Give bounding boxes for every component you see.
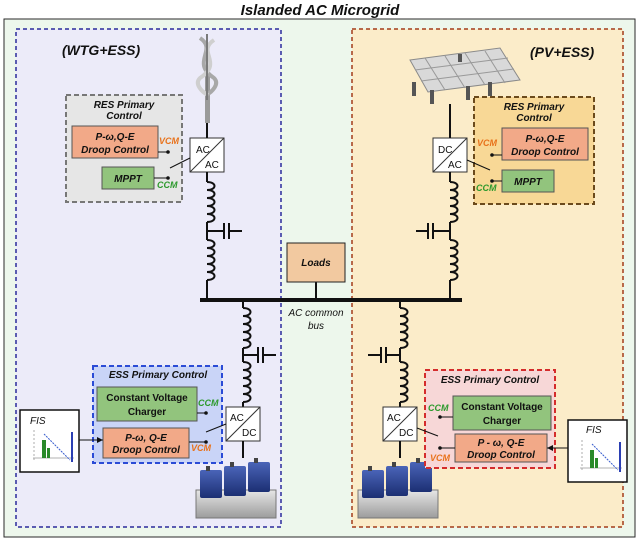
right-bottom-feeder	[368, 300, 409, 407]
svg-text:CCM: CCM	[157, 180, 178, 190]
svg-text:AC: AC	[230, 413, 244, 424]
svg-text:P-ω,Q-E: P-ω,Q-E	[526, 134, 565, 145]
left-bottom-feeder	[242, 300, 276, 407]
svg-text:DC: DC	[242, 428, 256, 439]
left-res-primary-control: RES Primary Control P-ω,Q-E Droop Contro…	[65, 94, 191, 203]
svg-text:FIS: FIS	[586, 425, 602, 436]
bus-label-line1: AC common	[287, 308, 343, 319]
svg-text:RES Primary: RES Primary	[94, 100, 155, 111]
svg-text:ESS Primary Control: ESS Primary Control	[109, 370, 208, 381]
svg-text:AC: AC	[196, 145, 210, 156]
svg-text:AC: AC	[448, 160, 462, 171]
left-zone-label: (WTG+ESS)	[62, 42, 141, 58]
svg-text:MPPT: MPPT	[514, 177, 543, 188]
svg-text:P - ω, Q-E: P - ω, Q-E	[478, 438, 525, 449]
svg-text:FIS: FIS	[30, 416, 46, 427]
pv-array-icon	[409, 47, 521, 104]
svg-text:DC: DC	[438, 145, 452, 156]
svg-text:Droop Control: Droop Control	[511, 147, 579, 158]
converter-dc-ac: DC AC	[432, 137, 468, 173]
svg-text:CCM: CCM	[476, 183, 497, 193]
svg-text:Control: Control	[106, 111, 142, 122]
right-top-feeder	[416, 172, 459, 300]
svg-text:VCM: VCM	[477, 138, 498, 148]
loads-box: Loads	[286, 242, 346, 283]
left-top-feeder	[206, 172, 242, 300]
fis-box-left: FIS	[19, 409, 80, 473]
svg-text:VCM: VCM	[430, 453, 451, 463]
converter-ac-dc-left: AC DC	[225, 406, 261, 442]
bus-label-line2: bus	[308, 321, 324, 332]
svg-text:CCM: CCM	[198, 398, 219, 408]
svg-text:Charger: Charger	[483, 416, 521, 427]
battery-icon-right	[357, 458, 439, 519]
svg-text:VCM: VCM	[159, 136, 180, 146]
svg-text:VCM: VCM	[191, 443, 212, 453]
svg-text:P-ω,Q-E: P-ω,Q-E	[96, 132, 135, 143]
svg-text:CCM: CCM	[428, 403, 449, 413]
svg-text:Droop Control: Droop Control	[112, 445, 180, 456]
svg-text:ESS Primary Control: ESS Primary Control	[441, 375, 540, 386]
svg-text:P-ω, Q-E: P-ω, Q-E	[125, 433, 167, 444]
svg-text:AC: AC	[387, 413, 401, 424]
converter-ac-ac: AC AC	[189, 137, 225, 173]
svg-text:Droop Control: Droop Control	[467, 450, 535, 461]
battery-icon-left	[195, 458, 277, 519]
left-ess-primary-control: ESS Primary Control Constant Voltage Cha…	[92, 365, 227, 464]
svg-text:Droop Control: Droop Control	[81, 145, 149, 156]
svg-text:Constant Voltage: Constant Voltage	[461, 402, 543, 413]
right-ess-primary-control: ESS Primary Control Constant Voltage Cha…	[416, 369, 556, 469]
svg-text:Charger: Charger	[128, 407, 166, 418]
svg-text:Control: Control	[516, 113, 552, 124]
diagram-title: Islanded AC Microgrid	[241, 2, 400, 19]
svg-text:RES Primary: RES Primary	[504, 102, 565, 113]
svg-text:MPPT: MPPT	[114, 174, 143, 185]
fis-box-right: FIS	[567, 419, 628, 483]
right-res-primary-control: RES Primary Control P-ω,Q-E Droop Contro…	[466, 96, 595, 205]
right-zone-label: (PV+ESS)	[530, 44, 595, 60]
svg-text:Constant Voltage: Constant Voltage	[106, 393, 188, 404]
converter-ac-dc-right: AC DC	[382, 406, 418, 442]
svg-text:Loads: Loads	[301, 258, 331, 269]
svg-text:AC: AC	[205, 160, 219, 171]
wind-turbine-icon	[195, 34, 219, 123]
svg-text:DC: DC	[399, 428, 413, 439]
